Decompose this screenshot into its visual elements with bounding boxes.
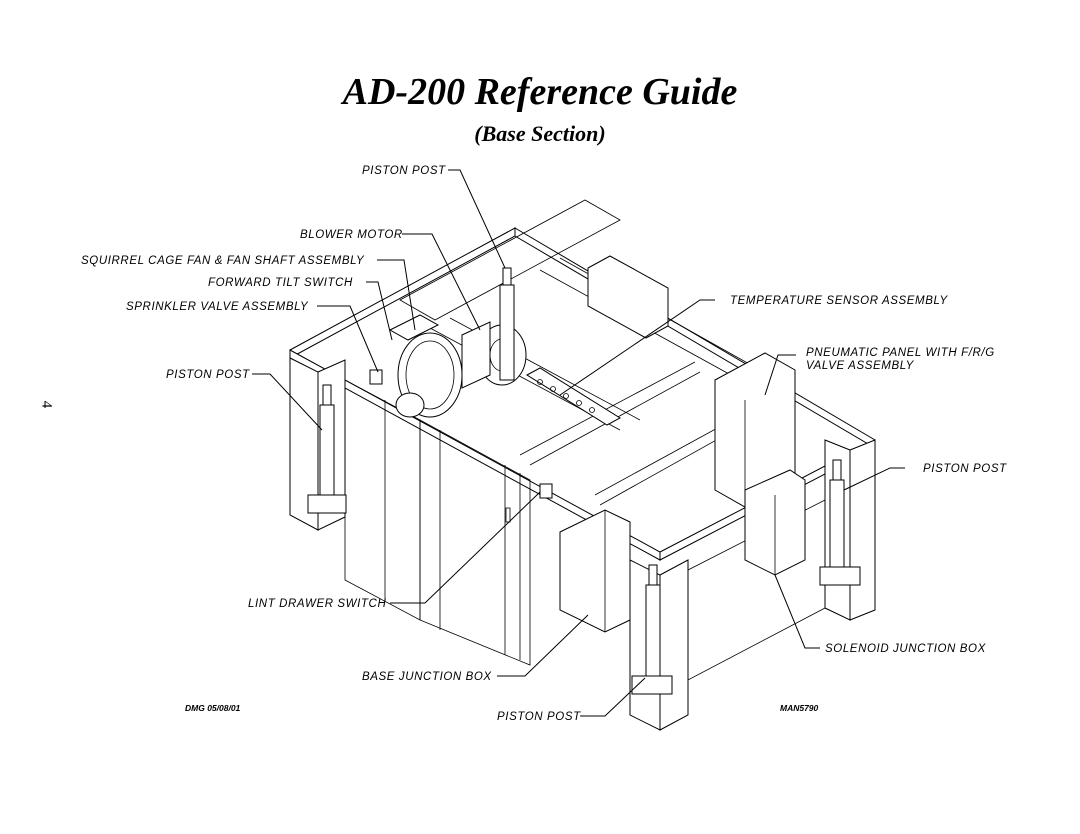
manual-number: MAN5790 [780,703,819,713]
machine-frame [289,199,876,731]
page-title: AD-200 Reference Guide [342,71,738,113]
label-blower-motor: BLOWER MOTOR [300,229,403,241]
page-subtitle: (Base Section) [474,121,606,146]
label-pneumatic-panel-line1: PNEUMATIC PANEL WITH F/R/G [806,347,995,359]
label-piston-post-left: PISTON POST [166,369,250,381]
label-pneumatic-panel-line2: VALVE ASSEMBLY [806,360,915,372]
label-forward-tilt-switch: FORWARD TILT SWITCH [208,277,353,289]
label-solenoid-junction-box: SOLENOID JUNCTION BOX [825,643,987,655]
label-piston-post-bottom: PISTON POST [497,711,581,723]
label-temperature-sensor-assembly: TEMPERATURE SENSOR ASSEMBLY [730,295,948,307]
leader-lines [252,169,905,717]
label-squirrel-cage-fan: SQUIRREL CAGE FAN & FAN SHAFT ASSEMBLY [81,255,365,267]
piston-post-shape [499,267,515,381]
piston-post-shape [307,384,347,514]
label-lint-drawer-switch: LINT DRAWER SWITCH [248,598,386,610]
label-piston-post-right: PISTON POST [923,463,1007,475]
label-piston-post-top: PISTON POST [362,165,446,177]
label-sprinkler-valve-assembly: SPRINKLER VALVE ASSEMBLY [126,301,309,313]
drawing-code: DMG 05/08/01 [185,703,241,713]
piston-post-shape [819,459,861,586]
label-base-junction-box: BASE JUNCTION BOX [362,671,492,683]
